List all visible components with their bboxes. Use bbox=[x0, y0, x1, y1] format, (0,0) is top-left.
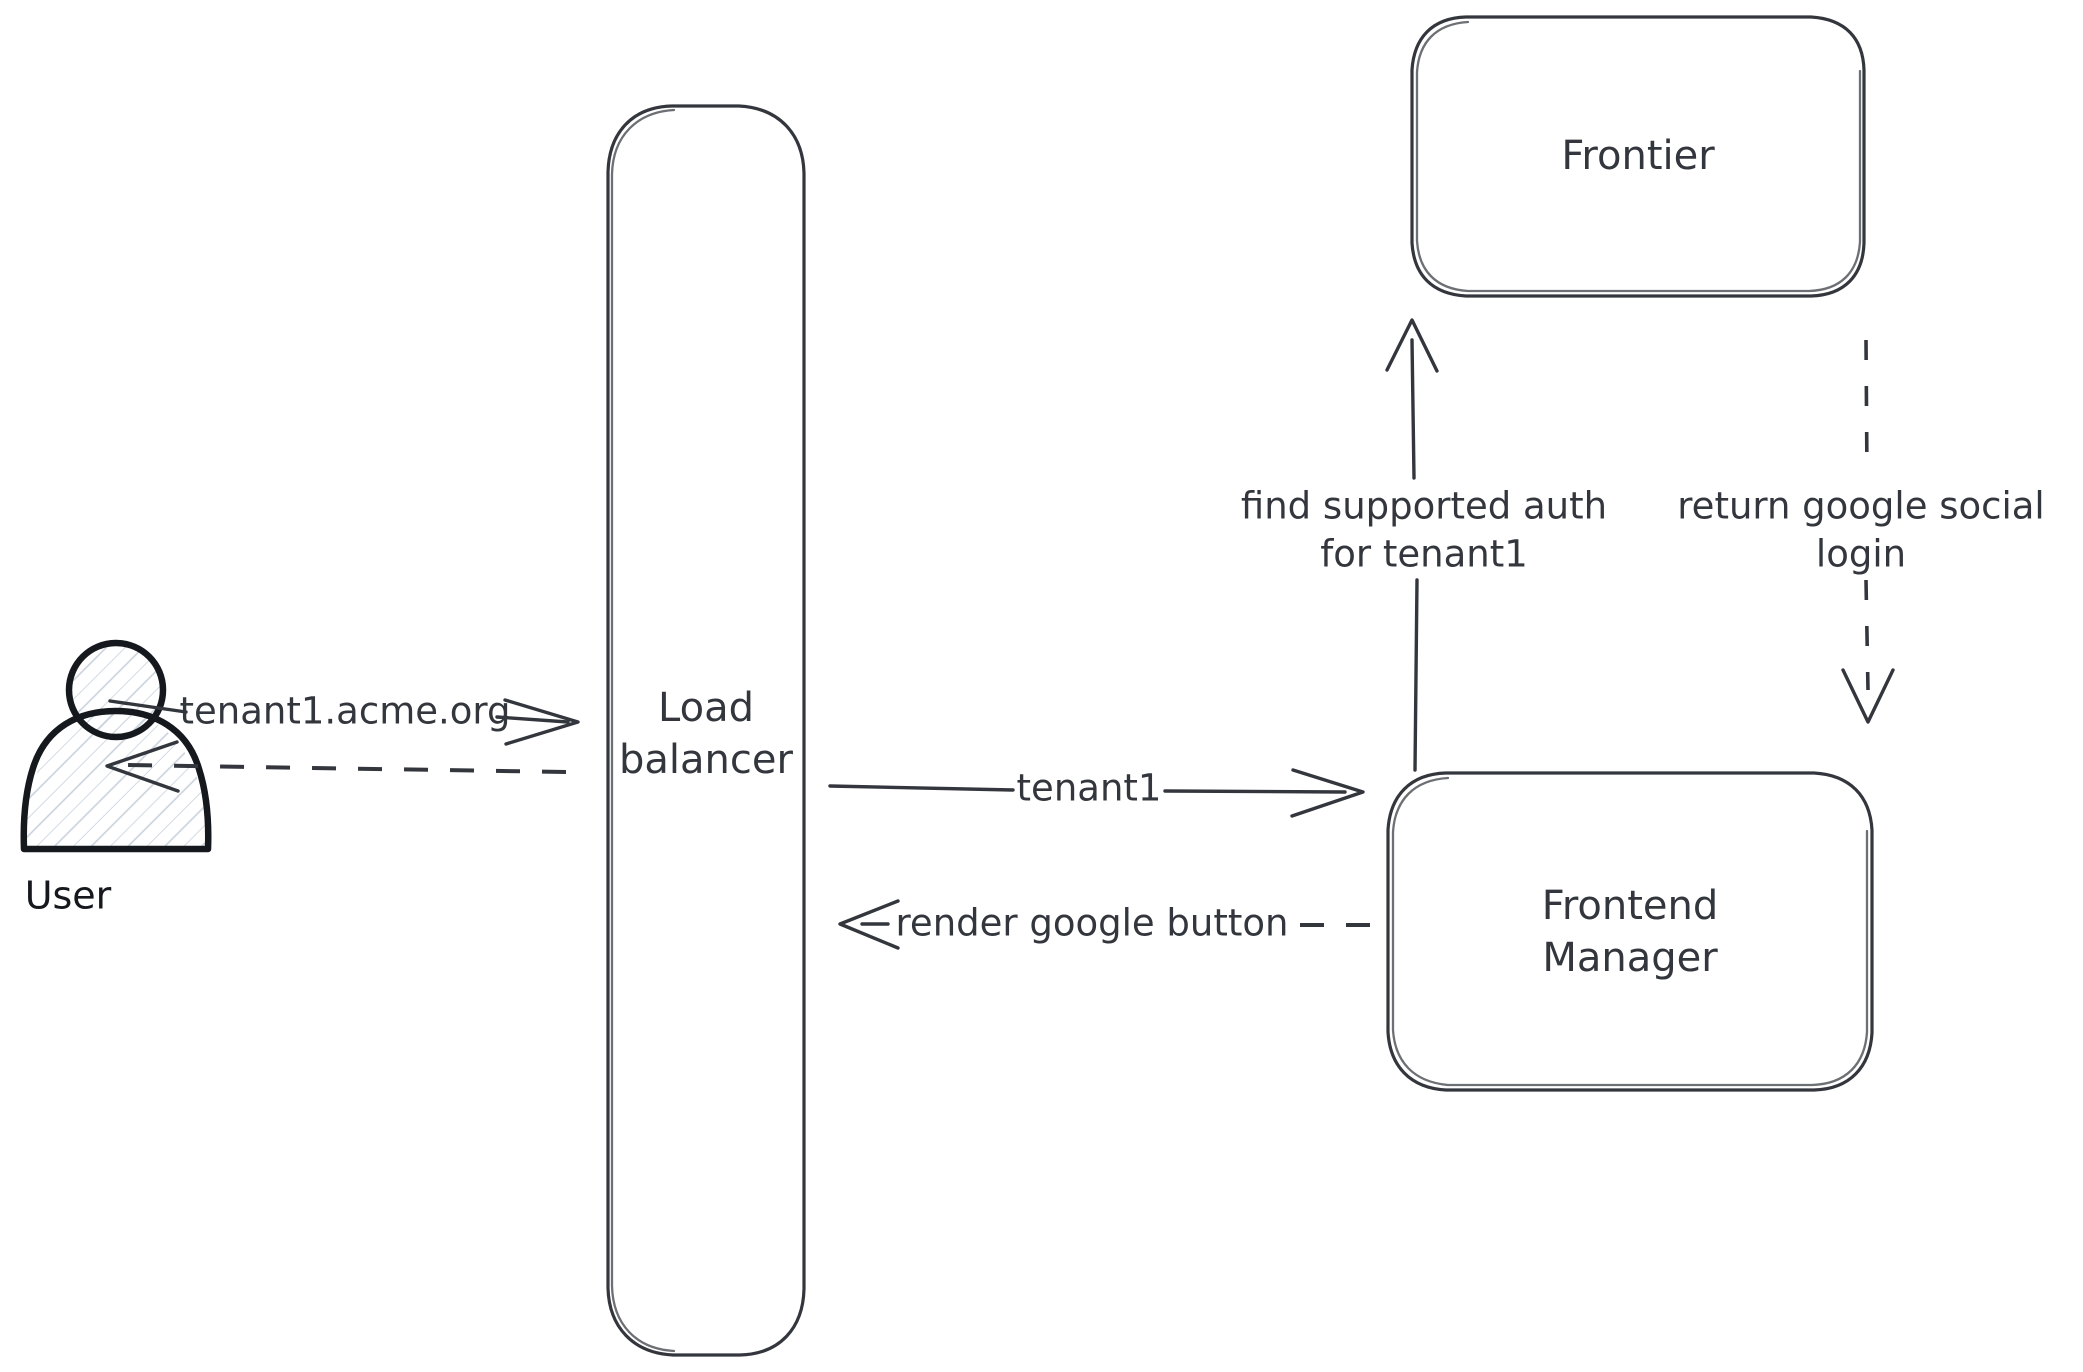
edge-label-tenant1: tenant1 bbox=[1017, 767, 1162, 810]
edge-label-render-google-button: render google button bbox=[896, 902, 1289, 945]
actor-user[interactable]: User bbox=[20, 639, 212, 918]
arrowhead-fm-to-frontier bbox=[1385, 318, 1439, 373]
load-balancer-label-line1: Load bbox=[658, 685, 754, 731]
frontier-label: Frontier bbox=[1561, 133, 1715, 179]
arrowhead-lb-to-user bbox=[105, 740, 180, 793]
arrowhead-frontier-to-fm bbox=[1841, 668, 1895, 724]
edge-frontend-manager-to-load-balancer[interactable]: render google button bbox=[838, 899, 1370, 950]
edge-lb-fm-seg-left bbox=[828, 784, 1015, 792]
load-balancer-sketch-stroke bbox=[610, 108, 676, 1353]
node-frontend-manager[interactable]: Frontend Manager bbox=[1386, 771, 1874, 1092]
edge-frontier-fm-dashed-lower bbox=[1864, 579, 1870, 691]
edge-frontier-to-frontend-manager[interactable]: return google social login bbox=[1677, 339, 2045, 724]
node-frontier[interactable]: Frontier bbox=[1410, 15, 1866, 298]
person-body-icon bbox=[20, 707, 212, 853]
user-label: User bbox=[25, 874, 112, 918]
person-head-icon bbox=[65, 639, 167, 741]
frontier-sketch-stroke bbox=[1415, 20, 1862, 293]
arrowhead-lb-to-fm bbox=[1290, 768, 1365, 818]
load-balancer-label-line2: balancer bbox=[619, 737, 793, 783]
edge-user-lb-seg-right bbox=[495, 715, 570, 724]
edge-label-tenant-acme-org: tenant1.acme.org bbox=[180, 690, 511, 733]
node-load-balancer[interactable]: Load balancer bbox=[606, 104, 806, 1357]
edge-user-lb-seg-left bbox=[108, 699, 188, 714]
frontend-manager-label-line2: Manager bbox=[1542, 935, 1718, 981]
edge-frontier-fm-dashed-upper bbox=[1864, 339, 1869, 477]
edge-label-find-supported-auth-line1: find supported auth bbox=[1241, 485, 1607, 528]
edge-load-balancer-to-frontend-manager[interactable]: tenant1 bbox=[828, 767, 1365, 818]
edge-frontend-manager-to-frontier[interactable]: find supported auth for tenant1 bbox=[1241, 318, 1607, 772]
edge-label-find-supported-auth-line2: for tenant1 bbox=[1320, 533, 1528, 576]
arrowhead-fm-to-lb bbox=[838, 899, 900, 950]
edge-user-to-load-balancer[interactable]: tenant1.acme.org bbox=[108, 690, 580, 746]
frontend-manager-outline bbox=[1386, 771, 1874, 1092]
edge-load-balancer-to-user[interactable] bbox=[105, 740, 567, 793]
load-balancer-outline bbox=[606, 104, 806, 1357]
frontier-outline bbox=[1410, 15, 1866, 298]
arrowhead-user-to-lb bbox=[503, 698, 580, 746]
edge-label-return-google-social-line2: login bbox=[1816, 533, 1906, 576]
edge-fm-frontier-seg-upper bbox=[1410, 338, 1416, 480]
edge-fm-frontier-seg-lower bbox=[1413, 578, 1419, 772]
frontend-manager-label-line1: Frontend bbox=[1542, 883, 1719, 929]
edge-lb-fm-seg-right bbox=[1163, 789, 1347, 794]
edge-label-return-google-social-line1: return google social bbox=[1677, 485, 2044, 528]
frontend-manager-sketch-stroke bbox=[1391, 776, 1869, 1087]
